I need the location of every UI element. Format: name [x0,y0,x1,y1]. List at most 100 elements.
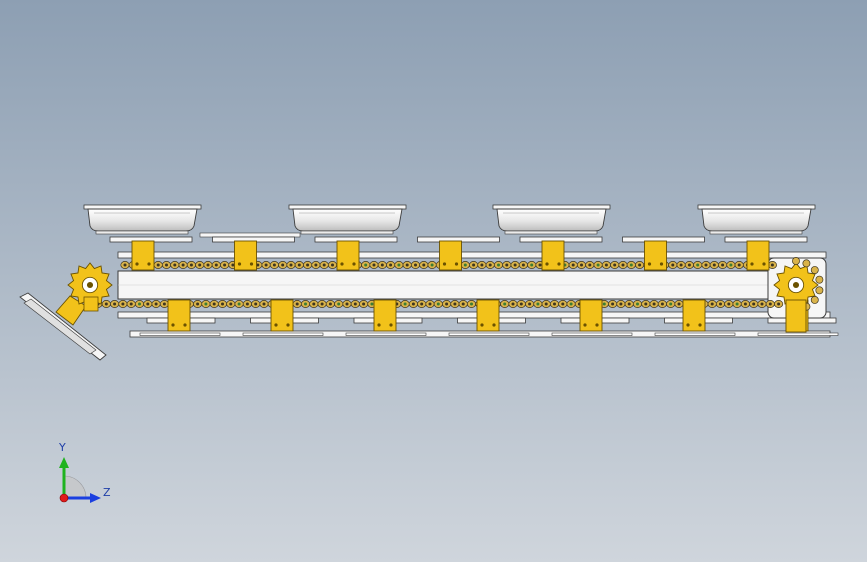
axis-y-label: Y [59,441,66,454]
chain-pin [604,263,608,267]
chain-pin [505,263,509,267]
bracket-bolt [762,262,766,266]
chain-pin [521,263,525,267]
coordinate-triad [59,457,101,503]
chain-pin [403,302,407,306]
chain-pin [123,263,127,267]
chain-pin [173,263,177,267]
chain-pin [272,263,276,267]
chain-pin [362,302,366,306]
bracket-bolt [352,262,356,266]
chain-pin [422,263,426,267]
chain-pin [314,263,318,267]
chain-pin [480,263,484,267]
chain-pin [397,263,401,267]
sprocket-mount [83,296,99,312]
tray-foot [504,230,598,235]
bracket-bolt [249,262,254,266]
chain-pin [297,263,301,267]
sprocket-bore [86,281,94,289]
tensioner-plate-inner [23,298,97,355]
chain-pin [380,263,384,267]
chain-pin [414,263,417,267]
bracket-bolt [750,262,754,266]
tray-rim [83,204,202,210]
bracket-bolt [454,262,459,266]
tray-body [87,208,198,232]
chain-pin [503,302,507,306]
chain-pin [162,302,166,306]
chain-pin [760,302,764,306]
chain-pin [262,302,266,306]
chain-pin [206,263,210,267]
chain-pin [245,302,249,306]
chain-pin [687,263,691,267]
chain-pin [472,263,476,267]
chain-pin [544,302,548,306]
chain-pin [727,302,731,306]
chain-pin [353,302,357,306]
bracket-bolt [647,262,652,266]
tray-body [701,208,812,232]
bracket-bolt [147,262,151,266]
sprocket-bore [792,281,800,289]
chain-pin [671,263,675,267]
chain-pin [669,302,673,306]
chain-pin [569,302,573,306]
chain-pin [104,302,108,306]
bracket-bolt [442,262,447,266]
carrier-bracket [746,240,770,271]
chain-pin [652,302,656,306]
chain-pin [154,302,158,306]
chain-pin [306,263,310,267]
bracket-bolt [389,323,393,327]
chain-pin [345,302,349,306]
chain-pin [536,302,540,306]
chain-pin [204,302,208,306]
chain-pin [221,302,224,306]
bracket-bolt [237,262,242,266]
chain-pin [389,263,393,267]
lower-rail-strip [117,311,831,319]
chain-pin [328,302,332,306]
chain-pin [312,302,316,306]
chain-pin [264,263,268,267]
chain-pin [214,263,218,267]
bracket-bolt [286,323,290,327]
chain-pin [229,302,233,306]
chain-pin [770,263,774,267]
drive-sprocket-assembly [19,262,113,361]
bracket-bolt [557,262,561,266]
chain-pin [212,302,216,306]
bracket-bolt [183,323,187,327]
bracket-bolt [698,323,702,327]
chain-pin [488,263,492,267]
carrier-bracket [336,240,360,271]
bracket-bolt [340,262,344,266]
chain-pin [138,302,141,306]
chain-pin [198,263,202,267]
chain-pin [436,302,440,306]
idler-sprocket-assembly [773,257,824,333]
chain-pin [627,302,631,306]
chain-pin [636,302,639,306]
chain-pin [768,302,772,306]
chain-pin [146,302,150,306]
chain-pin [237,302,241,306]
chain-pin [729,263,733,267]
tray-rim [288,204,407,210]
chain-pin [619,302,623,306]
chain-wrap-link [810,296,819,304]
chain-pin [571,263,575,267]
base-plate-segment [551,332,633,336]
chain-pin [372,263,376,267]
chain-pin [611,302,615,306]
chain-pin [129,302,133,306]
chain-pin [181,263,185,267]
bracket-bolt [492,323,496,327]
carrier-bracket [270,299,294,332]
chain-pin [113,302,117,306]
bracket-bolt [171,323,175,327]
bracket-bolt [545,262,549,266]
